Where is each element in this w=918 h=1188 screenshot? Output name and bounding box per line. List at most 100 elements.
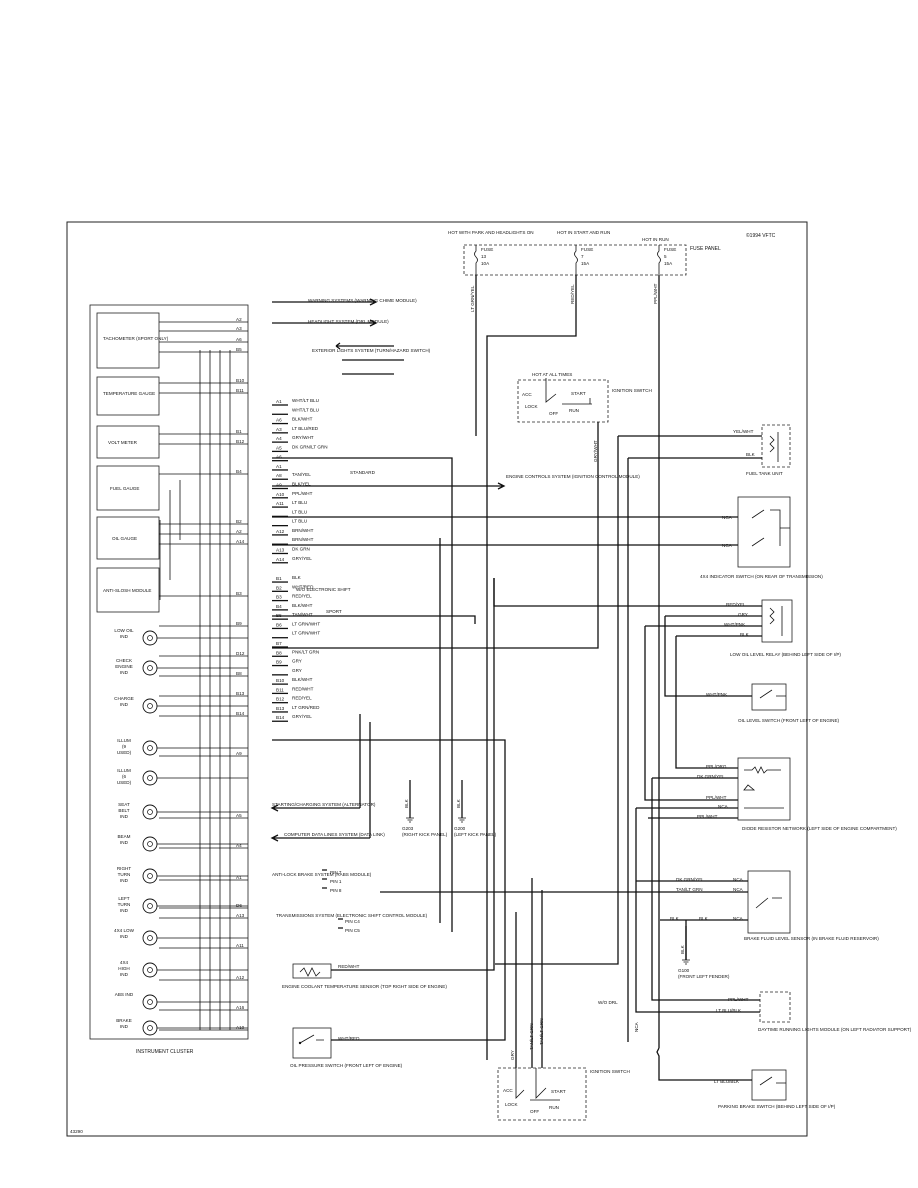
connector-pin: A10 <box>276 492 285 497</box>
indicator-label: RIGHT <box>117 866 131 871</box>
cluster-pin: D12 <box>236 651 245 656</box>
diode-w4: NCA <box>718 804 729 809</box>
arrows <box>270 298 506 929</box>
indicator-label: USED) <box>117 780 132 785</box>
ground-id: G200 <box>454 826 466 831</box>
ground-wire: BLK <box>456 798 461 808</box>
low-oil-relay: LOW OIL LEVEL RELAY (BEHIND LEFT SIDE OF… <box>724 599 841 657</box>
fuse-1-amp: 10A <box>481 261 490 266</box>
low-oil-w3: WHT/PNK <box>724 622 746 627</box>
fuse-2-hot: HOT IN START AND RUN <box>557 230 610 235</box>
ign-bot-wire1: GRY <box>510 1050 515 1060</box>
cluster-pin: B8 <box>236 671 242 676</box>
connector-wire: BLK <box>292 575 302 580</box>
connector-wire: LT GRN/WHT <box>292 631 320 636</box>
cluster-pin: A2 <box>236 317 242 322</box>
fuel-gauge-label: FUEL GAUGE <box>110 486 139 491</box>
cluster-pin: B13 <box>236 691 245 696</box>
connector-wire: LT BLU <box>292 500 307 505</box>
indicator-label: 4X4 LOW <box>114 928 135 933</box>
fuse-3-name: FUSE <box>664 247 676 252</box>
connector-pin: B7 <box>276 641 282 646</box>
fuse-3-amp: 15A <box>664 261 673 266</box>
connector-wire: BLK/YEL <box>292 482 311 487</box>
connector-pin: B9 <box>276 660 282 665</box>
anti-slosh-label: ANTI-SLOSH MODULE <box>103 588 152 593</box>
ignition-switch-top: HOT AT ALL TIMES ACC LOCK OFF START RUN … <box>517 372 652 462</box>
fuse-panel: FUSE PANEL HOT WITH PARK AND HEADLIGHTS … <box>448 230 721 276</box>
cluster-pin: B12 <box>236 439 245 444</box>
indicator-label: USED) <box>117 750 132 755</box>
connector-pin: B13 <box>276 706 285 711</box>
cluster-pin: A1 <box>236 875 242 880</box>
connector-wire: GRY/YEL <box>292 556 312 561</box>
low-oil-w4: BLK <box>740 632 750 637</box>
indicator-label: 4X4 <box>120 960 129 965</box>
connector-row: LT BLU <box>272 519 307 527</box>
ign-top-lock: LOCK <box>525 404 538 409</box>
cluster-pin: D6 <box>236 903 242 908</box>
starting-charging-label: STARTING/CHARGING SYSTEM (ALTERNATOR) <box>272 802 376 807</box>
brake-fluid-w1: DK GRN/YEL <box>676 877 704 882</box>
cluster-pin: A9 <box>236 751 242 756</box>
connector-pin: B8 <box>276 650 282 655</box>
connector-pin: B11 <box>276 687 284 692</box>
connector-row: WHT/LT BLU <box>272 407 319 415</box>
connector-pin: B1 <box>276 576 282 581</box>
indicator-label: IND <box>120 972 129 977</box>
cluster-pin: A13 <box>236 913 245 918</box>
connector-row: B11 RED/WHT <box>272 686 314 695</box>
oil-pressure-label: OIL PRESSURE SWITCH (FRONT LEFT OF ENGIN… <box>290 1063 403 1068</box>
connector-wire: GRY/WHT <box>292 435 314 440</box>
connector-wire: LT BLU <box>292 509 307 514</box>
ign-top-hot: HOT AT ALL TIMES <box>532 372 572 377</box>
indicator-lamp: ABS IND <box>115 992 248 1010</box>
connector-wire: BRN/WHT <box>292 537 314 542</box>
connector-wire: BLK/WHT <box>292 677 313 682</box>
connector-wire: TAN/YEL <box>292 472 311 477</box>
indicator-label: LEFT <box>118 896 129 901</box>
connector-pin: B2 <box>276 585 282 590</box>
connector-row: GRY <box>272 668 302 676</box>
indicator-label: IND <box>120 908 129 913</box>
brake-fluid-title: BRAKE FLUID LEVEL SENSOR (IN BRAKE FLUID… <box>744 936 879 941</box>
connector-pin: A9 <box>276 483 282 488</box>
brake-fluid-nca1: NCA <box>733 877 744 882</box>
parking-wire: LT BLU/BLK <box>714 1079 740 1084</box>
ign-top-title: IGNITION SWITCH <box>612 388 652 393</box>
indicator-label: BEAM <box>117 834 130 839</box>
indicator-label: IND <box>120 670 129 675</box>
brake-fluid-w2: TAN/LT GRN <box>676 887 703 892</box>
fuse-2-wire: RED/YEL <box>570 284 575 304</box>
connector-wire: DK GRN <box>292 546 310 551</box>
parking-title: PARKING BRAKE SWITCH (BEHIND LEFT SIDE O… <box>718 1104 836 1109</box>
ignition-switch-bottom: ACC LOCK OFF START RUN IGNITION SWITCH G… <box>497 1018 630 1121</box>
cluster-pin: A10 <box>236 1025 245 1030</box>
connector-wire: BLK/WHT <box>292 417 313 422</box>
connector-pin: B4 <box>276 604 282 609</box>
connector-wire: PNK/LT GRN <box>292 649 319 654</box>
cluster-pin: A14 <box>236 539 245 544</box>
indicator-label: IND <box>120 934 129 939</box>
transmission-label: TRANSMISSIONS SYSTEM (ELECTRONIC SHIFT C… <box>276 913 428 918</box>
indicator-label: IND <box>120 1024 129 1029</box>
connector-pin: A5 <box>276 445 282 450</box>
indicator-label: ENGINE <box>115 664 133 669</box>
connector-wire: RED/WHT <box>292 686 314 691</box>
parking-brake-switch: PARKING BRAKE SWITCH (BEHIND LEFT SIDE O… <box>714 1069 836 1109</box>
diode-w2: DK GRN/YEL <box>697 774 725 779</box>
cluster-pin: B9 <box>236 621 242 626</box>
cluster-pin: A4 <box>236 843 242 848</box>
fuse-2-num: 7 <box>581 254 584 259</box>
